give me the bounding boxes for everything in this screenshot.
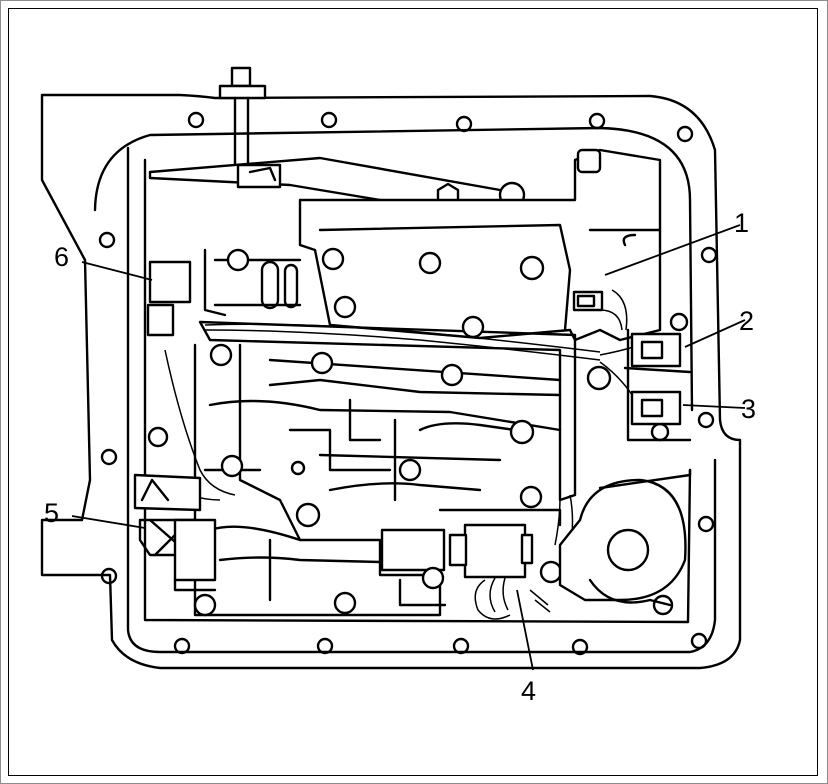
- left-connector: [133, 473, 217, 592]
- solenoid-connectors: [623, 328, 692, 442]
- callout-1: 1: [734, 208, 749, 238]
- callout-5: 5: [44, 498, 59, 528]
- flange-bolt-holes: [98, 111, 718, 656]
- valve-body-bolts: [147, 247, 689, 617]
- callout-3: 3: [741, 394, 756, 424]
- leader-lines: [71, 224, 746, 671]
- callout-2: 2: [739, 306, 754, 336]
- center-solenoid: [438, 508, 562, 620]
- figure-inner-border: [8, 8, 818, 776]
- upper-valve-body: [298, 148, 662, 342]
- pressure-switch-connector: [572, 290, 604, 312]
- callout-6: 6: [54, 242, 69, 272]
- callout-4: 4: [521, 676, 536, 706]
- lower-valve-body: [193, 343, 562, 617]
- pressure-control-solenoid: [558, 468, 692, 607]
